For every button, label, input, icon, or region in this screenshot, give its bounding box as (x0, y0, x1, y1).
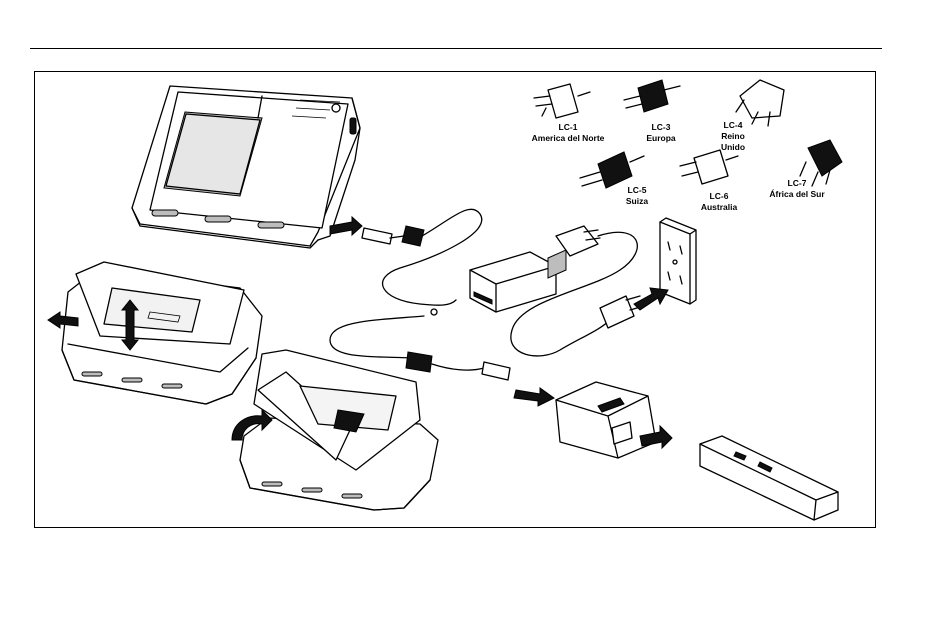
vent-slot (162, 384, 182, 388)
dock-station-tilted (240, 350, 438, 510)
plug-region-lc4-line1: Reino (721, 131, 745, 141)
plug-region-lc5: Suiza (626, 196, 648, 206)
vent-slot (82, 372, 102, 376)
plug-code-lc5: LC-5 (628, 185, 647, 195)
vent-slot (302, 488, 322, 492)
plug-region-lc7: África del Sur (769, 189, 825, 199)
plug-lc4-icon (736, 80, 784, 126)
plug-region-lc6: Australia (701, 202, 738, 212)
plug-lc1-icon (534, 84, 590, 118)
plug-code-lc4: LC-4 (724, 120, 743, 130)
vent-slot (342, 494, 362, 498)
dock-station-open (62, 262, 262, 404)
plug-code-lc3: LC-3 (652, 122, 671, 132)
plug-code-lc7: LC-7 (788, 178, 807, 188)
plug-region-lc4-line2: Unido (721, 142, 745, 152)
plug-region-lc3: Europa (646, 133, 676, 143)
vent-slot (122, 378, 142, 382)
plug-code-lc1: LC-1 (559, 122, 578, 132)
battery-charger (556, 382, 656, 458)
vent-slot (205, 216, 231, 222)
plug-region-lc1: America del Norte (532, 133, 605, 143)
ac-adapter (470, 250, 566, 312)
arrow-to-outlet (634, 288, 668, 310)
plug-lc6-icon (680, 150, 738, 184)
handheld-device (132, 86, 360, 248)
vent-slot (262, 482, 282, 486)
battery-pack (700, 436, 838, 520)
vent-slot (258, 222, 284, 228)
arrow-to-charger (514, 388, 554, 406)
vent-slot (152, 210, 178, 216)
plug-code-lc6: LC-6 (710, 191, 729, 201)
plug-lc3-icon (624, 80, 680, 112)
plug-lc5-icon (580, 152, 644, 188)
